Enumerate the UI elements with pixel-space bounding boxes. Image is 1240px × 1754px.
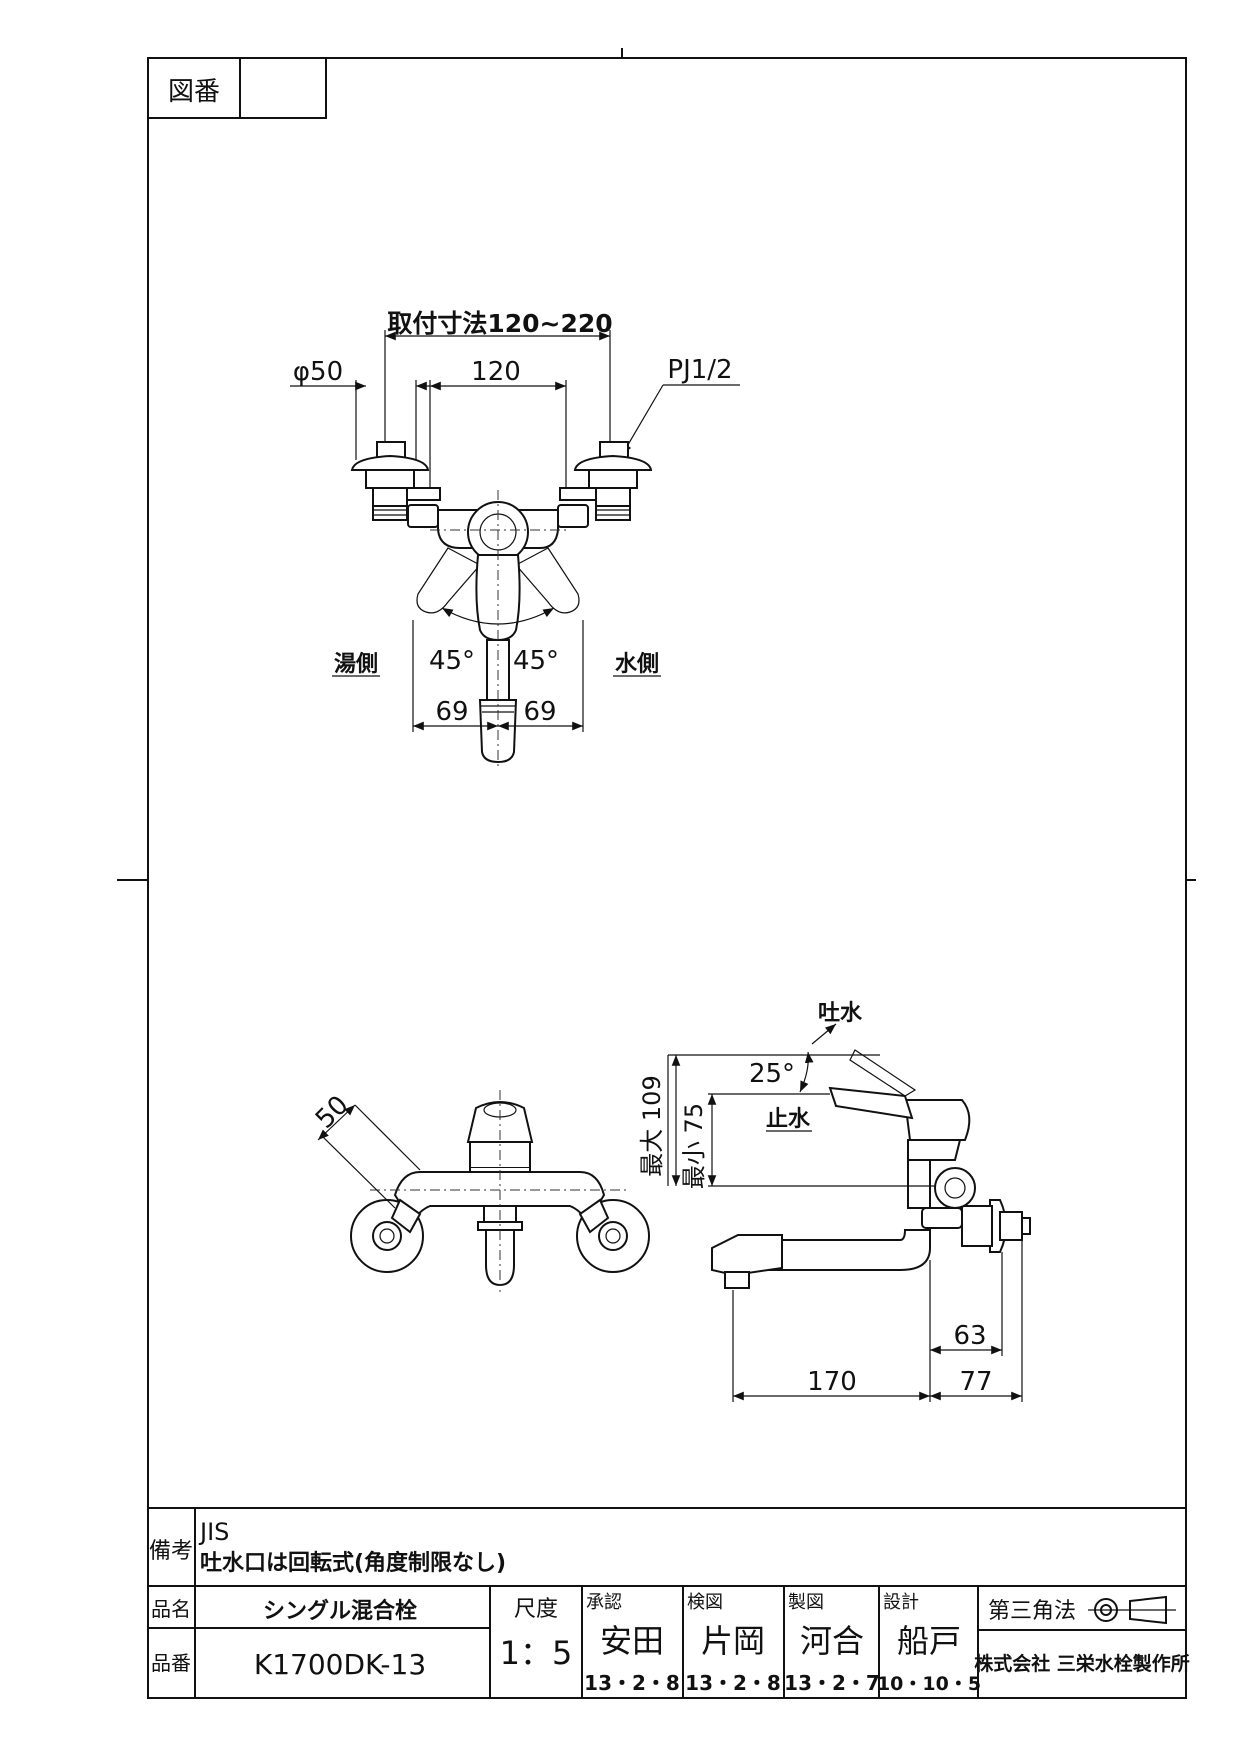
drawn-date: 13・2・7 — [784, 1671, 880, 1695]
drawn-label: 製図 — [788, 1592, 824, 1613]
design-name: 船戸 — [897, 1622, 961, 1660]
dim-angle-25: 25° — [749, 1059, 795, 1089]
label-spout: 吐水 — [818, 1001, 863, 1026]
dim-phi50: φ50 — [293, 357, 343, 387]
product-number-value: K1700DK-13 — [254, 1648, 426, 1681]
check-label: 検図 — [687, 1592, 723, 1613]
title-block: 備考 JIS 吐水口は回転式(角度制限なし) 品名 シングル混合栓 品番 K17… — [148, 1507, 1190, 1698]
dim-69-right: 69 — [523, 697, 556, 727]
check-date: 13・2・8 — [685, 1671, 781, 1695]
dim-63: 63 — [953, 1321, 986, 1351]
remarks-line2: 吐水口は回転式(角度制限なし) — [200, 1550, 506, 1576]
top-view: 取付寸法120~220 φ50 120 PJ1/2 — [290, 309, 740, 770]
drawing-number-label: 図番 — [168, 77, 220, 107]
dim-min-75: 最小 75 — [680, 1103, 708, 1189]
approve-date: 13・2・8 — [584, 1671, 680, 1695]
dim-69-left: 69 — [435, 697, 468, 727]
scale-label: 尺度 — [514, 1597, 558, 1622]
dim-50: 50 — [310, 1090, 355, 1135]
drawn-name: 河合 — [800, 1622, 864, 1660]
label-stop: 止水 — [766, 1107, 811, 1132]
dim-77: 77 — [959, 1367, 992, 1397]
design-label: 設計 — [883, 1592, 919, 1613]
dim-angle-left: 45° — [429, 646, 475, 676]
label-pj12: PJ1/2 — [667, 355, 732, 385]
label-hot-side: 湯側 — [334, 652, 378, 677]
scale-value: 1：5 — [500, 1634, 573, 1672]
dim-max-109: 最大 109 — [638, 1075, 666, 1176]
third-angle-projection-icon — [1088, 1595, 1176, 1625]
product-name-label: 品名 — [151, 1597, 191, 1621]
front-view: 50 — [310, 1090, 650, 1292]
sheet-border — [147, 57, 1187, 1699]
side-view: 最大 109 最小 75 25° 吐水 止水 63 170 77 — [638, 1001, 1031, 1402]
remarks-label: 備考 — [149, 1539, 193, 1564]
check-name: 片岡 — [701, 1622, 765, 1660]
remarks-line1: JIS — [198, 1518, 229, 1546]
dim-mount-range: 取付寸法120~220 — [387, 309, 612, 338]
product-number-label: 品番 — [151, 1651, 191, 1675]
drawing-number-box: 図番 — [147, 57, 327, 119]
company-name: 株式会社 三栄水栓製作所 — [974, 1652, 1190, 1675]
label-cold-side: 水側 — [615, 652, 659, 677]
product-name-value: シングル混合栓 — [263, 1598, 417, 1624]
dim-angle-right: 45° — [513, 646, 559, 676]
approve-label: 承認 — [586, 1592, 622, 1613]
design-date: 10・10・5 — [877, 1673, 981, 1695]
dim-120: 120 — [471, 357, 521, 387]
dim-170: 170 — [807, 1367, 857, 1397]
projection-label: 第三角法 — [988, 1599, 1076, 1624]
approve-name: 安田 — [600, 1622, 664, 1660]
